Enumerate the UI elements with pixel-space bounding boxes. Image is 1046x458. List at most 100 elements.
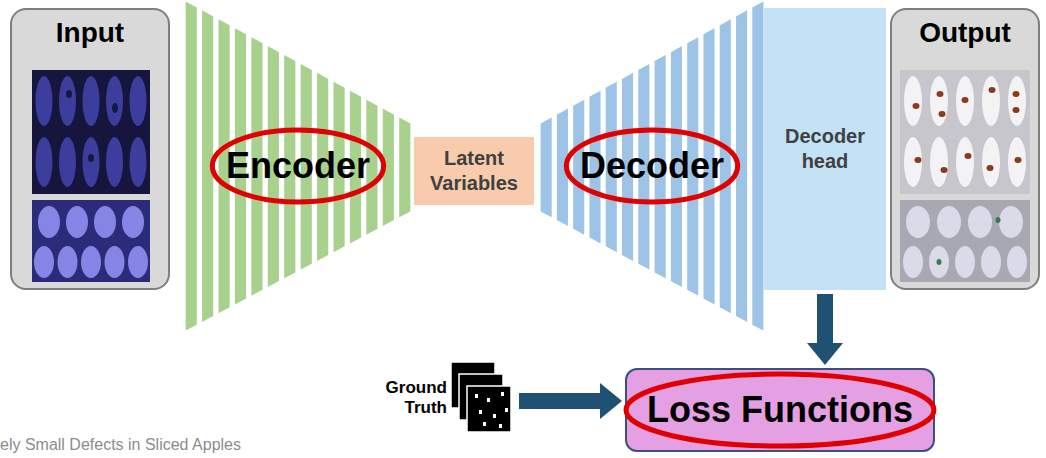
mask-dot <box>505 408 508 412</box>
flow-arrow <box>519 383 622 419</box>
arrow-shaft <box>817 294 833 345</box>
apple-slice <box>930 76 948 126</box>
defect-spot <box>937 91 944 97</box>
apple-slice <box>128 246 148 278</box>
mask-dot <box>499 424 502 428</box>
apple-slice <box>94 206 116 238</box>
mask-stack <box>383 362 515 434</box>
input-photo <box>32 70 150 194</box>
apple-slice <box>903 246 923 278</box>
apple-slice <box>130 76 147 126</box>
apple-slice <box>38 206 60 238</box>
apple-slice <box>999 206 1023 238</box>
output-photo <box>900 200 1030 282</box>
apple-slice <box>59 76 76 126</box>
apple-slice <box>34 246 54 278</box>
apple-slice <box>58 246 78 278</box>
defect-spot <box>996 217 1001 223</box>
apple-slice <box>937 206 961 238</box>
mask-dot <box>475 394 478 398</box>
footer-text: ely Small Defects in Sliced Apples <box>0 436 241 453</box>
output-photo <box>900 70 1030 194</box>
node-label: Encoder <box>226 148 370 184</box>
defect-spot <box>915 157 922 163</box>
arrow-head <box>807 343 843 365</box>
apple-slice <box>1008 76 1026 126</box>
defect-mark <box>112 103 118 113</box>
defect-spot <box>941 167 948 173</box>
image-panel: Input <box>10 8 170 290</box>
node-label: Decoder head <box>770 124 880 174</box>
flow-arrow <box>807 294 843 365</box>
apple-slice <box>904 137 922 187</box>
node-label: Latent Variables <box>422 146 526 196</box>
defect-spot <box>1015 157 1022 163</box>
apple-slice <box>955 246 975 278</box>
apple-slice <box>106 137 123 187</box>
decoder-head-box: Decoder head <box>764 8 886 290</box>
defect-spot <box>913 103 920 109</box>
apple-slice <box>59 137 76 187</box>
apple-slice <box>906 206 930 238</box>
apple-slice <box>982 137 1000 187</box>
apple-slice <box>66 206 88 238</box>
apple-slice <box>904 76 922 126</box>
apple-slice <box>36 76 53 126</box>
node-label: Ground Truth <box>383 378 447 417</box>
apple-slice <box>1007 246 1027 278</box>
defect-spot <box>987 165 994 171</box>
node-label: Decoder <box>580 148 724 184</box>
apple-slice <box>956 137 974 187</box>
footer-note: ely Small Defects in Sliced Apples <box>0 436 241 454</box>
arrow-shaft <box>519 393 602 409</box>
apple-slice <box>106 76 123 126</box>
encoder-band: Encoder <box>183 0 413 332</box>
defect-mark <box>66 90 72 98</box>
layer-stripe <box>186 1 197 330</box>
decoder-band: Decoder <box>538 0 766 332</box>
apple-slice <box>83 76 100 126</box>
mask-dot <box>487 398 490 402</box>
arrow-head <box>600 383 622 419</box>
highlight-ellipse <box>566 130 737 202</box>
photo-pair <box>12 10 168 288</box>
mask-image <box>467 386 511 432</box>
layer-stripe <box>752 1 763 330</box>
apple-slice <box>1008 137 1026 187</box>
highlight-ellipse <box>212 130 383 202</box>
defect-spot <box>1013 107 1020 113</box>
mask-dot <box>479 410 482 414</box>
apple-slice <box>122 206 144 238</box>
node-label: Loss Functions <box>647 392 913 428</box>
defect-spot <box>939 111 946 117</box>
node-label: Input <box>56 18 124 49</box>
apple-slice <box>956 76 974 126</box>
defect-spot <box>937 259 942 265</box>
image-panel: Output <box>890 8 1040 290</box>
apple-slice <box>83 137 100 187</box>
defect-spot <box>965 153 972 159</box>
apple-slice <box>130 137 147 187</box>
mask-dot <box>483 422 486 426</box>
layer-stripe <box>541 118 552 218</box>
photo-pair <box>892 10 1038 288</box>
highlight-ellipse <box>626 374 934 446</box>
defect-mark <box>88 154 94 162</box>
defect-spot <box>1013 91 1020 97</box>
defect-spot <box>989 87 996 93</box>
apple-slice <box>981 246 1001 278</box>
apple-slice <box>36 137 53 187</box>
apple-slice <box>105 246 125 278</box>
apple-slice <box>930 137 948 187</box>
mask-dot <box>501 392 504 396</box>
apple-slice <box>968 206 992 238</box>
input-photo <box>32 200 150 282</box>
apple-slice <box>982 76 1000 126</box>
defect-spot <box>962 97 969 103</box>
apple-slice <box>929 246 949 278</box>
mask-dot <box>493 414 496 418</box>
loss-box: Loss Functions <box>625 368 935 452</box>
layer-stripe <box>399 118 410 218</box>
apple-slice <box>81 246 101 278</box>
